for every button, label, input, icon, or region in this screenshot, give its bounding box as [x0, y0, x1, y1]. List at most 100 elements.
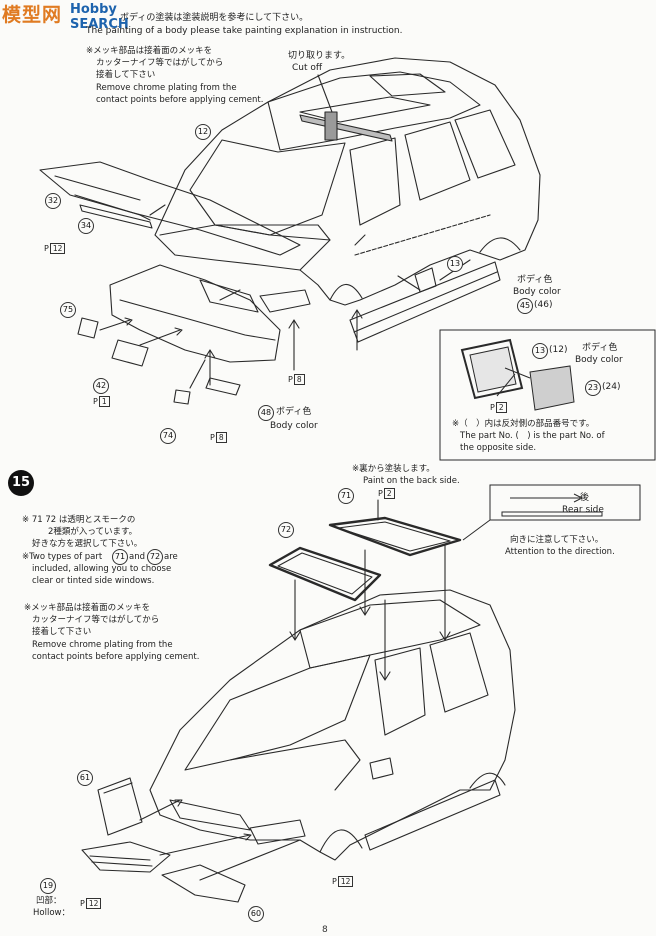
top-side-skirt — [349, 261, 501, 343]
part-number-72-top: 72 — [278, 522, 294, 538]
window-note-part-71: 71 — [112, 549, 128, 565]
window-note-en1b: and — [129, 552, 145, 562]
step15-chrome-note-jp2: カッターナイフ等ではがしてから — [32, 615, 160, 625]
direction-note-jp: 向きに注意して下さい。 — [510, 535, 604, 545]
inset-part-12-alt: (12) — [549, 345, 568, 355]
inset-part-23: 23 — [585, 380, 601, 396]
cutoff-jp: 切り取ります。 — [288, 51, 351, 61]
part-61 — [97, 777, 143, 836]
cutoff-bar — [299, 114, 393, 142]
top-windshield — [189, 139, 346, 236]
part-number-75: 75 — [60, 302, 76, 318]
part-number-32: 32 — [45, 193, 61, 209]
top-chrome-note-jp1: ※メッキ部品は接着面のメッキを — [86, 46, 213, 56]
part-number-12: 12 — [195, 124, 211, 140]
inset-note-en2: the opposite side. — [460, 443, 537, 453]
top-sunroof — [299, 96, 431, 123]
top-side-window2 — [404, 121, 471, 201]
window-note-en2: included, allowing you to choose — [32, 564, 172, 574]
paint-back-en: Paint on the back side. — [363, 476, 460, 486]
rear-side-jp: 後 — [580, 493, 590, 503]
plate-42 — [111, 339, 149, 367]
light-75 — [77, 317, 99, 339]
bottom-body-outline — [149, 589, 516, 861]
part-number-46-alt: (46) — [534, 300, 553, 310]
page-number: 8 — [322, 925, 328, 935]
top-side-window1 — [349, 137, 401, 226]
header-en: The painting of a body please take paint… — [86, 26, 403, 36]
window-note-jp2: 2種類が入っています。 — [48, 527, 138, 537]
inset-body-color-jp: ボディ色 — [582, 343, 618, 353]
part-number-48: 48 — [258, 405, 274, 421]
part-number-60: 60 — [248, 906, 264, 922]
hollow-en: Hollow： — [33, 908, 70, 918]
part-60 — [161, 864, 246, 903]
bottom-side-skirt — [364, 779, 501, 851]
step-number-15: 15 — [8, 470, 34, 496]
top-chrome-note-jp3: 接着して下さい — [96, 70, 156, 80]
body-color-right-jp: ボディ色 — [517, 275, 553, 285]
body-color-bottom-en: Body color — [270, 421, 318, 431]
bottom-headlight — [249, 819, 306, 845]
inset-body-color-en: Body color — [575, 355, 623, 365]
top-wheel-arch — [329, 283, 363, 301]
top-hood-line — [159, 224, 331, 241]
bottom-roof — [299, 599, 481, 669]
part-number-42: 42 — [93, 378, 109, 394]
rear-side-en: Rear side — [562, 505, 604, 515]
window-72-frame — [268, 546, 382, 602]
window-note-jp3: 好きな方を選択して下さい。 — [32, 539, 143, 549]
cutoff-en: Cut off — [292, 63, 323, 73]
watermark-brand: 模型网 — [2, 4, 63, 26]
part-number-61: 61 — [77, 770, 93, 786]
window-note-en3: clear or tinted side windows. — [32, 576, 155, 586]
step15-chrome-note-en1: Remove chrome plating from the — [32, 640, 173, 650]
inset-note-jp: ※（ ）内は反対側の部品番号です。 — [452, 419, 595, 429]
part-19-grille — [81, 841, 171, 873]
inset-note-en1: The part No. ( ) is the part No. of — [460, 431, 605, 441]
top-chrome-note-jp2: カッターナイフ等ではがしてから — [96, 58, 224, 68]
part-number-71-top: 71 — [338, 488, 354, 504]
header-jp: ボディの塗装は塗装説明を参考にして下さい。 — [120, 13, 309, 23]
inset-mirror — [460, 338, 524, 400]
window-note-en1a: ※Two types of part — [22, 552, 103, 562]
inset-part-13: 13 — [532, 343, 548, 359]
hollow-jp: 凹部： — [36, 896, 62, 906]
paint-back-jp: ※裏から塗装します。 — [352, 464, 435, 474]
window-note-en1c: are — [164, 552, 178, 562]
top-side-window3 — [454, 109, 516, 179]
mirror-13 — [414, 267, 437, 293]
body-color-bottom-jp: ボディ色 — [276, 407, 312, 417]
part-number-34: 34 — [78, 218, 94, 234]
top-roof — [267, 71, 481, 151]
bottom-windshield — [184, 654, 371, 771]
part-number-13: 13 — [447, 256, 463, 272]
top-hood-part — [39, 161, 301, 256]
watermark-logo: 模型网 Hobby SEARCH — [0, 0, 170, 32]
step15-chrome-note-en2: contact points before applying cement. — [32, 652, 200, 662]
top-chrome-note-en1: Remove chrome plating from the — [96, 83, 237, 93]
window-note-part-72: 72 — [147, 549, 163, 565]
step15-chrome-note-jp1: ※メッキ部品は接着面のメッキを — [24, 603, 151, 613]
body-color-right-en: Body color — [513, 287, 561, 297]
window-71-frame — [328, 516, 462, 557]
window-note-jp1: ※ 71 72 は透明とスモークの — [22, 515, 136, 525]
direction-note-en: Attention to the direction. — [505, 547, 615, 557]
inset-part-24-alt: (24) — [602, 382, 621, 392]
part-number-45: 45 — [517, 298, 533, 314]
top-front-bumper — [109, 264, 281, 363]
part-number-74: 74 — [160, 428, 176, 444]
step15-chrome-note-jp3: 接着して下さい — [32, 627, 92, 637]
light-74 — [173, 389, 191, 405]
part-34-strip — [79, 204, 153, 229]
part-number-19: 19 — [40, 878, 56, 894]
